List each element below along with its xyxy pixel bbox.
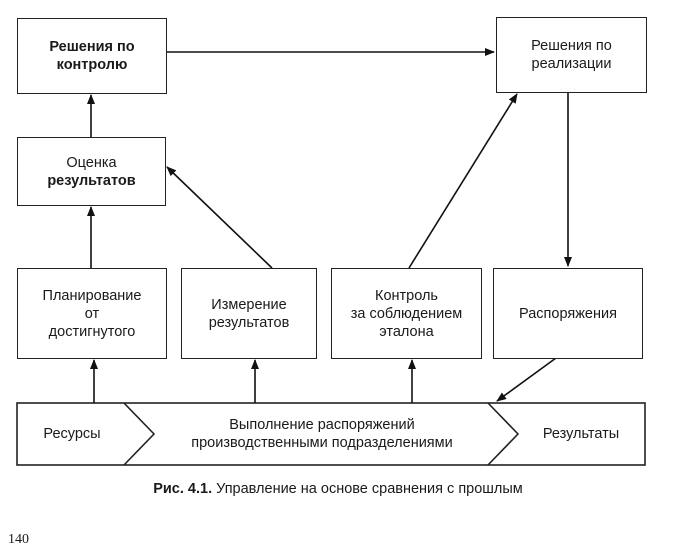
- bar-label-line: производственными подразделениями: [191, 435, 453, 451]
- box-orders: Распоряжения: [493, 268, 643, 359]
- box-label-line: от: [84, 305, 100, 322]
- box-label-line: Измерение: [211, 296, 287, 313]
- box-label-line: Решения по: [531, 38, 612, 54]
- process-bar: [16, 402, 646, 466]
- box-label-line: контролю: [56, 57, 128, 73]
- box-label-line: Решения по: [49, 39, 135, 55]
- box-measurement: Измерение результатов: [181, 268, 317, 359]
- box-planning: Планирование от достигнутого: [17, 268, 167, 359]
- bar-label-results: Результаты: [542, 426, 620, 442]
- box-label-line: Оценка: [66, 154, 117, 171]
- arrow-standard-to-implementation: [408, 93, 518, 269]
- box-label-line: результатов: [208, 314, 290, 331]
- page-number: 140: [8, 532, 29, 547]
- chevron-resources: [123, 402, 156, 466]
- process-bar-frame: [16, 402, 646, 466]
- bar-label-execution: Выполнение распоряжений производственным…: [156, 416, 488, 452]
- box-implementation-decisions: Решения по реализации: [496, 17, 647, 93]
- figure-caption: Рис. 4.1. Управление на основе сравнения…: [0, 481, 676, 497]
- arrow-measurement-to-evaluation: [166, 166, 273, 269]
- box-label-line: за соблюдением: [350, 305, 463, 322]
- chevron-results: [487, 402, 520, 466]
- box-label-line: Планирование: [42, 287, 142, 304]
- box-label-line: реализации: [531, 56, 612, 72]
- bar-label-line: Выполнение распоряжений: [229, 417, 415, 433]
- box-control-decisions: Решения по контролю: [17, 18, 167, 94]
- caption-text: Управление на основе сравнения с прошлым: [216, 481, 523, 497]
- box-standard-control: Контроль за соблюдением эталона: [331, 268, 482, 359]
- box-label-line: эталона: [379, 323, 434, 340]
- box-label-line: достигнутого: [48, 323, 136, 340]
- box-label-line: Распоряжения: [519, 305, 617, 322]
- box-label-line: результатов: [47, 172, 136, 189]
- box-results-evaluation: Оценка результатов: [17, 137, 166, 206]
- caption-label: Рис. 4.1.: [153, 481, 213, 497]
- box-label-line: Контроль: [375, 287, 438, 304]
- arrow-orders-to-bar: [496, 357, 557, 402]
- bar-label-resources: Ресурсы: [43, 426, 101, 442]
